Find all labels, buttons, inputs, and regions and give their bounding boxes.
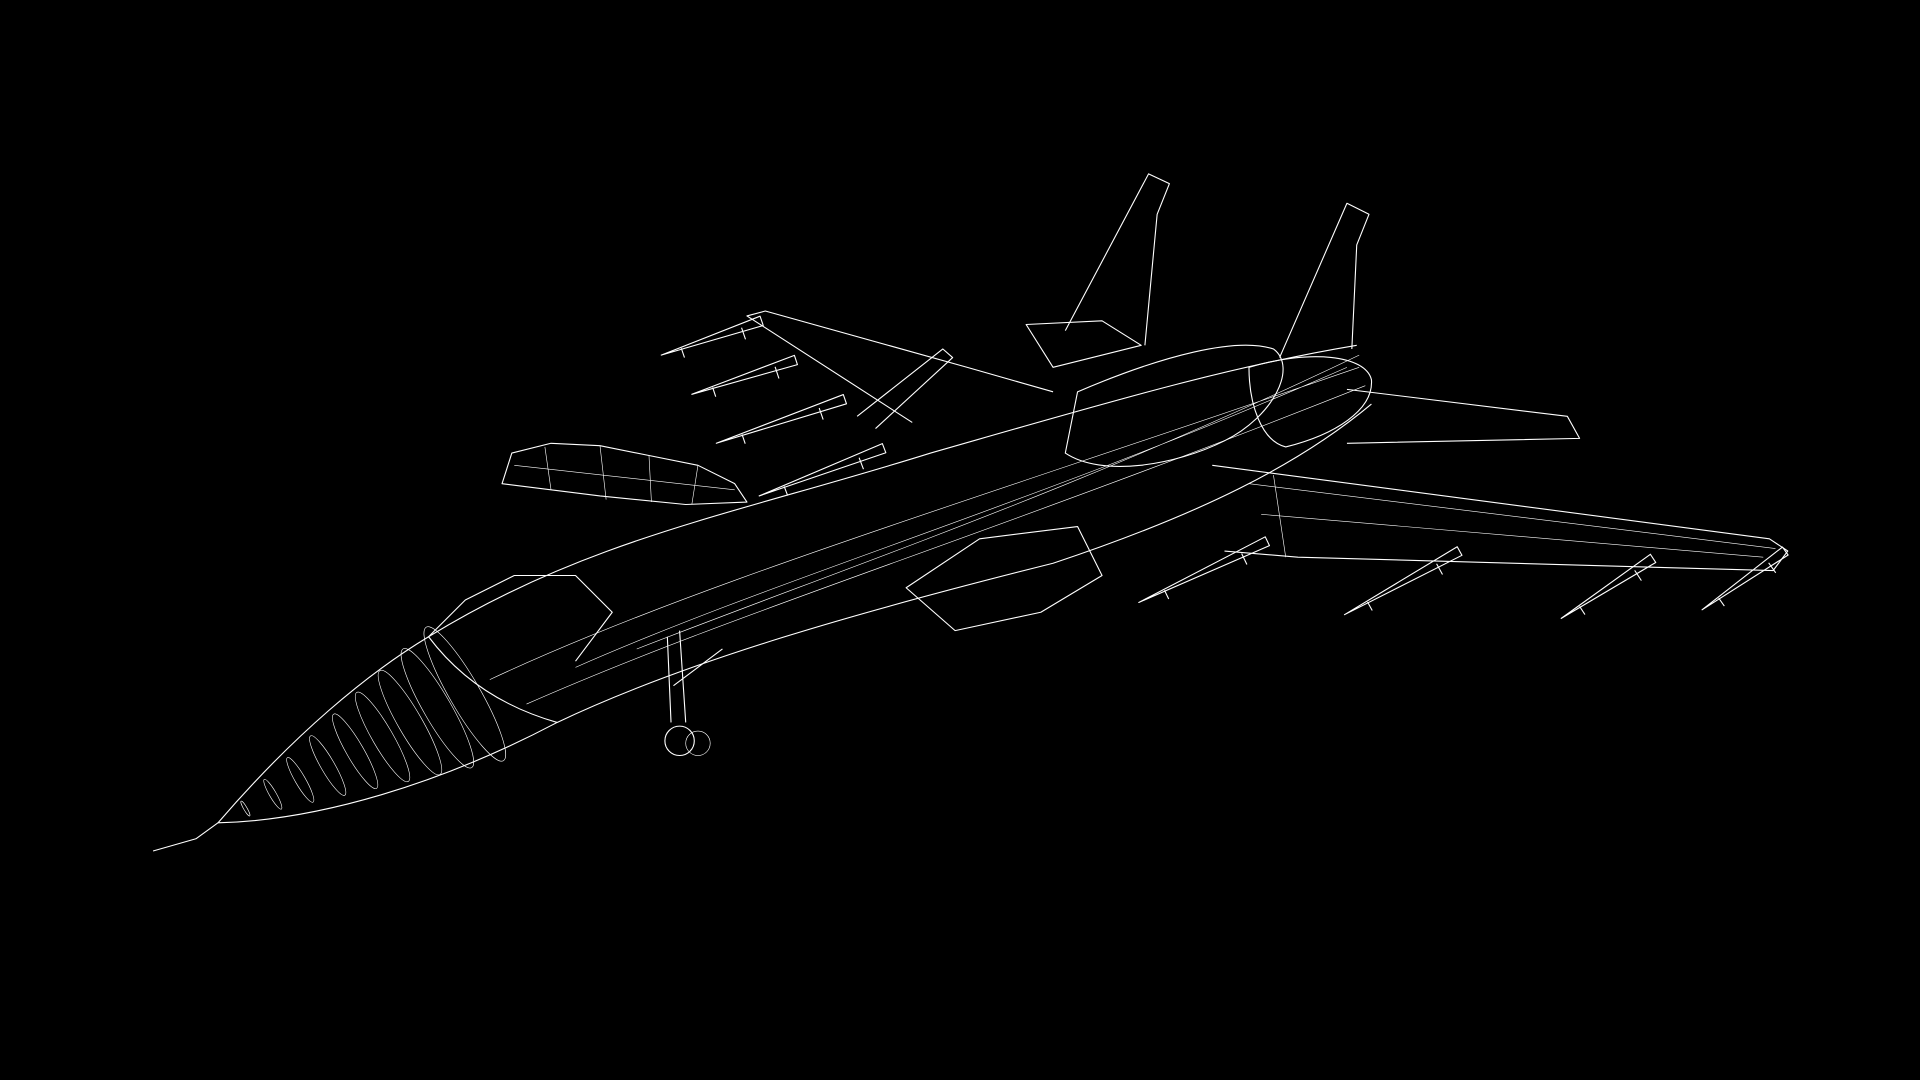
missiles — [660, 315, 1789, 619]
engine-nacelle-2 — [1248, 356, 1372, 448]
missile — [1560, 553, 1657, 619]
left-vertical-tail — [1064, 173, 1170, 346]
horizontal-stabilizer — [1346, 388, 1581, 444]
nose-ring — [240, 800, 251, 817]
missile — [1701, 546, 1789, 611]
fuselage-top — [428, 344, 1357, 638]
fuselage-bottom — [556, 403, 1372, 723]
far-wing-flap — [856, 348, 954, 429]
nose-ring — [286, 757, 315, 803]
fuselage-mid — [489, 354, 1366, 705]
cockpit — [428, 574, 613, 662]
right-vertical-tail — [1279, 202, 1370, 358]
far-wing — [746, 310, 1054, 423]
missile — [1343, 546, 1463, 616]
nose-ring — [263, 778, 283, 810]
jet-wireframe — [152, 173, 1789, 852]
missile — [660, 315, 764, 358]
intake — [905, 525, 1103, 632]
near-wing-inner — [1248, 475, 1776, 558]
nose-ring — [332, 713, 379, 789]
canopy-frames — [514, 445, 735, 505]
nose-wheel-2 — [685, 730, 711, 756]
missile — [715, 393, 848, 444]
missile — [758, 443, 887, 497]
nose-cone — [152, 626, 558, 852]
nose-ring — [355, 691, 411, 783]
nose-wheel — [664, 725, 695, 757]
nose-ring — [309, 735, 347, 796]
left-tail-base — [1025, 320, 1142, 368]
missile — [691, 354, 799, 397]
nose-landing-gear — [666, 630, 723, 723]
missile — [1138, 536, 1271, 603]
nose-ring — [377, 669, 443, 776]
engine-nacelle — [1064, 344, 1284, 467]
nose-ring — [423, 626, 506, 762]
nose-ring — [400, 648, 474, 769]
